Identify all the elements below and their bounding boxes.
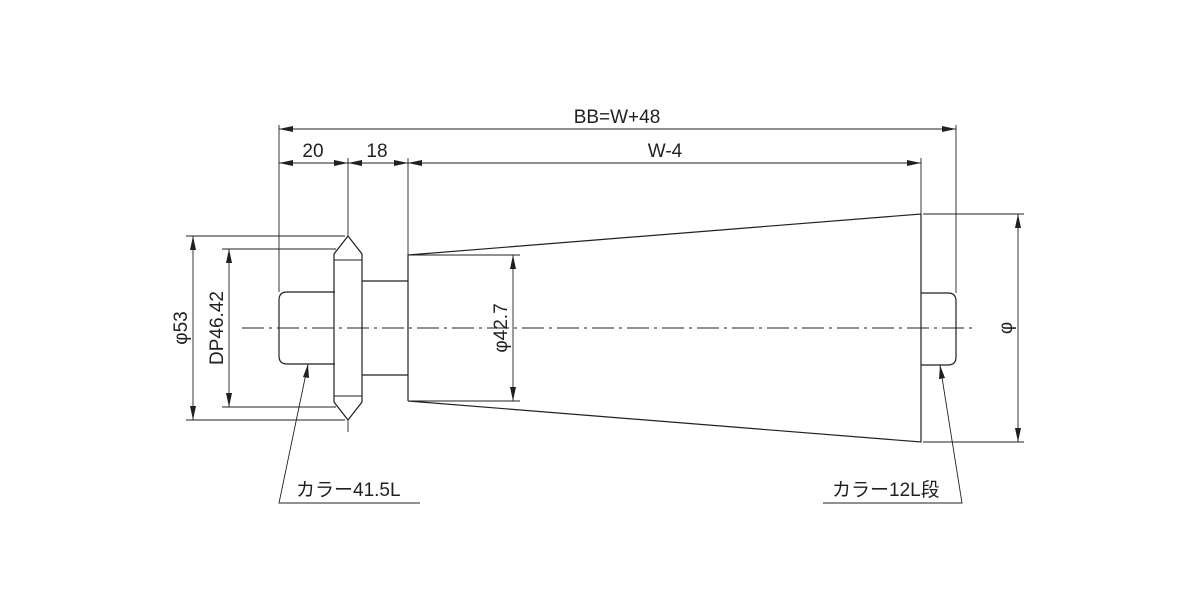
arrowhead xyxy=(1015,214,1021,228)
arrowhead xyxy=(394,160,408,166)
arrowhead xyxy=(226,249,232,263)
arrowhead xyxy=(939,365,945,379)
arrowhead xyxy=(348,160,362,166)
dim-overall: BB=W+48 xyxy=(279,107,956,132)
arrowhead xyxy=(279,126,293,132)
dim-segments: 20 18 W-4 xyxy=(279,141,921,166)
callout-left-collar: カラー41.5L xyxy=(278,363,420,504)
left-collar-outline xyxy=(278,291,335,365)
arrowhead xyxy=(190,236,196,250)
arrowhead xyxy=(190,406,196,420)
dim-small-label: φ42.7 xyxy=(491,303,512,352)
extension-lines xyxy=(186,125,1024,443)
leader-left xyxy=(278,363,420,504)
dim-18-label: 18 xyxy=(366,141,387,162)
arrowhead xyxy=(510,255,516,269)
dim-pitch-diameter: DP46.42 xyxy=(207,249,232,407)
arrowhead xyxy=(510,387,516,401)
arrowhead xyxy=(334,160,348,166)
arrowhead xyxy=(279,160,293,166)
dim-large-label: φ xyxy=(996,322,1017,334)
dim-w4-label: W-4 xyxy=(648,141,683,162)
arrowhead xyxy=(942,126,956,132)
right-collar-outline xyxy=(921,292,957,366)
callout-right-collar: カラー12L段 xyxy=(823,364,963,504)
callout-right-label: カラー12L段 xyxy=(832,479,940,501)
dim-outer-diameter: φ53 xyxy=(171,236,196,420)
arrowhead xyxy=(907,160,921,166)
arrowhead xyxy=(408,160,422,166)
callout-left-label: カラー41.5L xyxy=(296,480,401,501)
dim-overall-label: BB=W+48 xyxy=(574,107,661,128)
taper-body-outline xyxy=(407,213,922,443)
dim-dp-label: DP46.42 xyxy=(207,291,228,365)
dim-large-end-diameter: φ xyxy=(996,214,1021,442)
arrowhead xyxy=(303,364,309,378)
dim-20-label: 20 xyxy=(302,141,323,162)
leader-right xyxy=(823,364,963,504)
dim-od-label: φ53 xyxy=(171,311,192,344)
arrowhead xyxy=(226,393,232,407)
arrowhead xyxy=(1015,428,1021,442)
dim-small-end-diameter: φ42.7 xyxy=(491,255,516,401)
hub-outline xyxy=(362,280,408,376)
